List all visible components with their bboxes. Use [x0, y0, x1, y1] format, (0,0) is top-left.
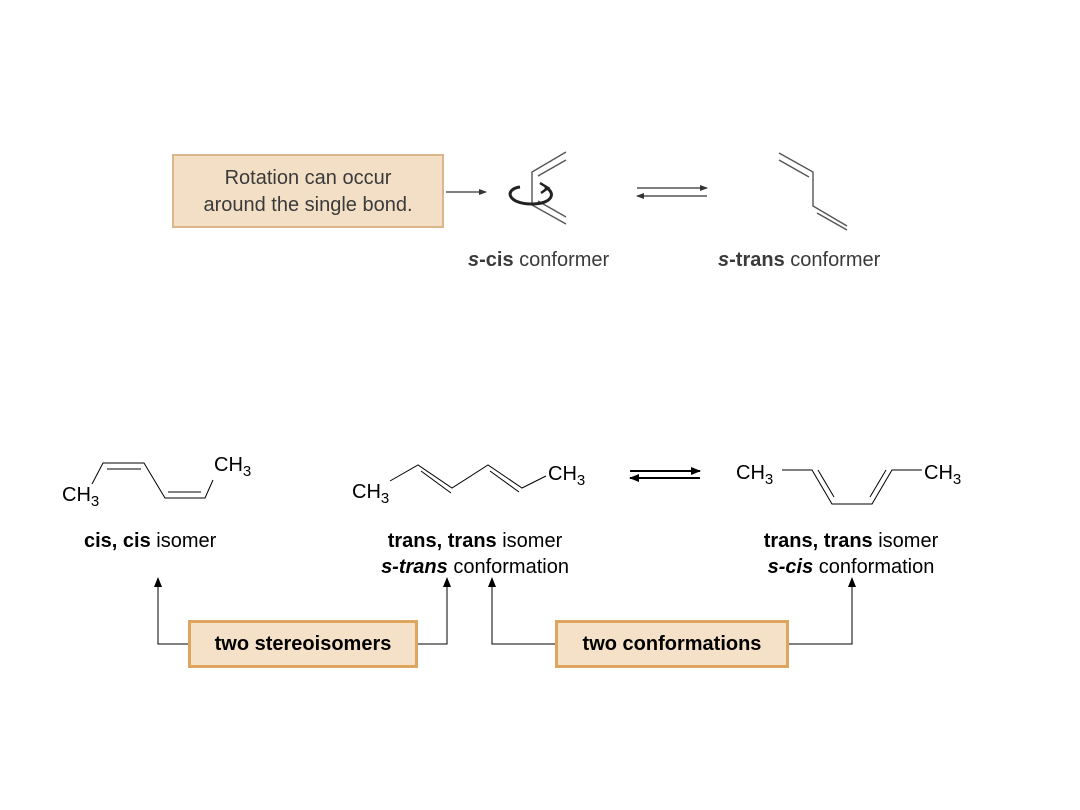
isomer-text: isomer: [496, 530, 563, 552]
s-trans-conformer-label: s-trans conformer: [718, 249, 880, 272]
equilibrium-arrows-bottom: [629, 467, 701, 482]
trans-trans-bold: trans, trans: [763, 530, 873, 552]
ch3-label: CH3: [736, 462, 774, 488]
conformer-text: conformer: [784, 249, 881, 271]
ch-text: CH: [62, 484, 91, 506]
caption-line1: trans, trans isomer: [716, 528, 986, 554]
subscript-3: 3: [576, 472, 586, 489]
trans-trans-s-cis-structure: [782, 469, 922, 505]
ch3-label: CH3: [352, 481, 390, 507]
s-trans-butadiene-structure: [778, 152, 848, 231]
s-trans-bold: s-trans: [381, 556, 448, 578]
conformation-text: conformation: [813, 556, 935, 578]
trans-bold: -trans: [729, 249, 785, 271]
equilibrium-arrows-top: [636, 185, 708, 199]
ch3-label: CH3: [214, 454, 252, 480]
rotation-arrow-icon: [508, 181, 553, 206]
s-cis-bold: s-cis: [767, 556, 814, 578]
s-cis-conformer-label: s-cis conformer: [468, 249, 609, 272]
s-prefix: s: [718, 249, 730, 271]
isomer-text: isomer: [872, 530, 939, 552]
s-trans-conformation-caption: trans, trans isomer s-trans conformation: [340, 528, 610, 580]
cis-bold: -cis: [479, 249, 514, 271]
trans-trans-bold: trans, trans: [387, 530, 497, 552]
ch3-label: CH3: [924, 462, 962, 488]
cis-cis-hexadiene-structure: [91, 462, 214, 499]
cis-cis-isomer-caption: cis, cis isomer: [84, 528, 216, 554]
conformer-text: conformer: [513, 249, 610, 271]
caption-line1: trans, trans isomer: [340, 528, 610, 554]
ch-text: CH: [214, 454, 243, 476]
ch-text: CH: [548, 463, 577, 485]
conformation-connectors: [488, 577, 856, 645]
subscript-3: 3: [90, 493, 100, 510]
caption-line2: s-trans conformation: [340, 554, 610, 580]
subscript-3: 3: [242, 463, 252, 480]
ch-text: CH: [736, 462, 765, 484]
subscript-3: 3: [952, 471, 962, 488]
cis-cis-bold: cis, cis: [84, 530, 151, 552]
s-cis-conformation-caption: trans, trans isomer s-cis conformation: [716, 528, 986, 580]
trans-trans-s-trans-structure: [389, 464, 547, 494]
rotation-note-line1: Rotation can occur: [224, 167, 392, 189]
ch3-label: CH3: [62, 484, 100, 510]
ch3-label: CH3: [548, 463, 586, 489]
subscript-3: 3: [380, 490, 390, 507]
ch-text: CH: [352, 481, 381, 503]
rotation-note-line2: around the single bond.: [203, 194, 413, 216]
subscript-3: 3: [764, 471, 774, 488]
isomer-text: isomer: [150, 530, 217, 552]
ch-text: CH: [924, 462, 953, 484]
two-conformations-box: two conformations: [555, 620, 789, 668]
caption-line2: s-cis conformation: [716, 554, 986, 580]
stereoisomer-connectors: [154, 577, 451, 645]
conformation-text: conformation: [447, 556, 569, 578]
rotation-note-box: Rotation can occur around the single bon…: [172, 154, 444, 228]
s-prefix: s: [468, 249, 480, 271]
two-stereoisomers-box: two stereoisomers: [188, 620, 418, 668]
